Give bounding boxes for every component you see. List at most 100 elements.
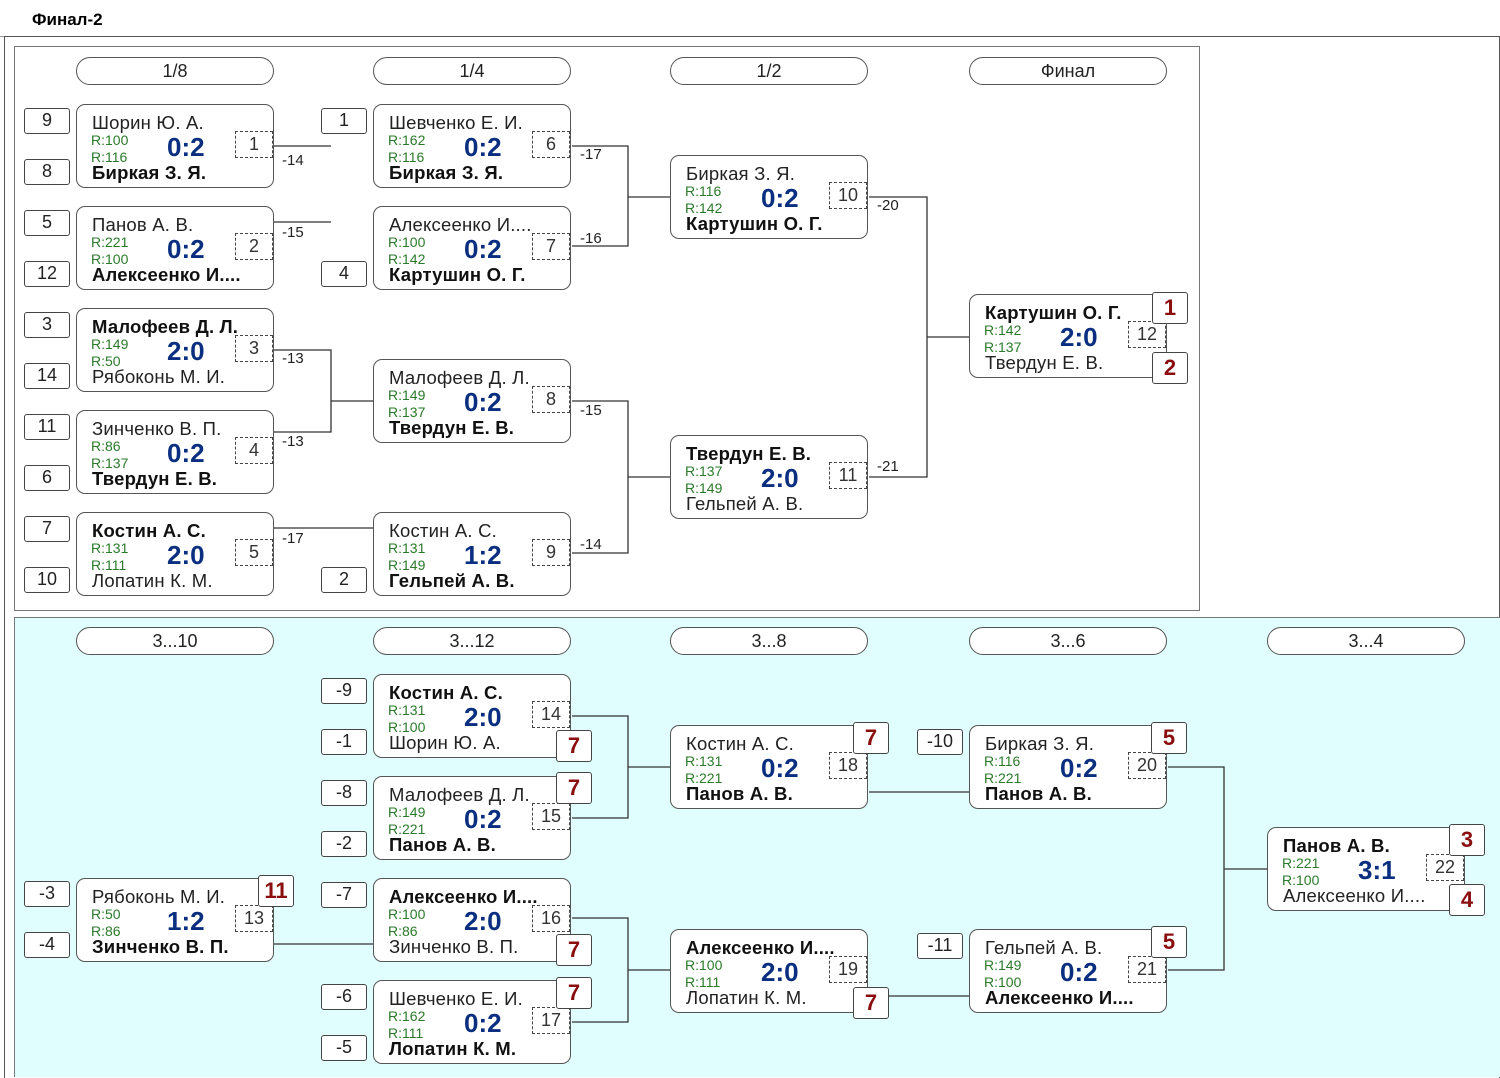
match-number: 16 (532, 905, 570, 932)
rating-top: R:162 (388, 1008, 426, 1024)
match-score: 2:0 (464, 906, 502, 936)
player-top: Малофеев Д. Л. (389, 368, 530, 388)
place-number: 1 (1152, 292, 1188, 324)
place-number: 11 (258, 875, 294, 907)
player-top: Шевченко Е. И. (389, 989, 523, 1009)
round-header: 3...10 (76, 627, 274, 655)
player-bottom: Лопатин К. М. (92, 571, 213, 591)
rating-top: R:116 (984, 753, 1021, 769)
player-top: Малофеев Д. Л. (92, 317, 239, 337)
rating-top: R:100 (685, 957, 723, 973)
rating-bottom: R:142 (388, 251, 426, 267)
bracket-connector (274, 349, 332, 433)
score-diff: -17 (282, 530, 304, 547)
match-number: 17 (532, 1007, 570, 1034)
place-number: 5 (1151, 722, 1187, 754)
match-score: 0:2 (761, 183, 799, 213)
player-top: Твердун Е. В. (686, 444, 812, 464)
player-top: Костин А. С. (389, 683, 503, 703)
rating-bottom: R:137 (984, 339, 1022, 355)
rating-top: R:142 (984, 322, 1022, 338)
rating-bottom: R:100 (1282, 872, 1320, 888)
player-bottom: Гельпей А. В. (389, 571, 515, 591)
rating-bottom: R:116 (388, 149, 425, 165)
match-number: 14 (532, 701, 570, 728)
match-number: 5 (235, 539, 273, 566)
score-diff: -14 (580, 536, 602, 553)
player-top: Биркая З. Я. (985, 734, 1095, 754)
player-bottom: Картушин О. Г. (686, 214, 823, 234)
round-header: 1/2 (670, 57, 868, 85)
rating-top: R:221 (1282, 855, 1320, 871)
match-score: 0:2 (464, 1008, 502, 1038)
round-header: 3...4 (1267, 627, 1465, 655)
seed-number: -3 (24, 881, 70, 907)
player-top: Шорин Ю. А. (92, 113, 204, 133)
seed-number: 5 (24, 210, 70, 236)
match-number: 4 (235, 437, 273, 464)
match-number: 20 (1128, 752, 1166, 779)
rating-bottom: R:111 (91, 557, 127, 573)
player-top: Картушин О. Г. (985, 303, 1122, 323)
match-number: 21 (1128, 956, 1166, 983)
bracket-connector (869, 196, 928, 478)
seed-number: 7 (24, 516, 70, 542)
seed-number: 6 (24, 465, 70, 491)
player-top: Малофеев Д. Л. (389, 785, 530, 805)
rating-bottom: R:111 (388, 1025, 424, 1041)
seed-number: 14 (24, 363, 70, 389)
match-score: 2:0 (464, 702, 502, 732)
player-top: Биркая З. Я. (686, 164, 796, 184)
score-diff: -14 (282, 152, 304, 169)
score-diff: -16 (580, 230, 602, 247)
rating-top: R:149 (388, 804, 426, 820)
player-top: Панов А. В. (1283, 836, 1390, 856)
player-top: Панов А. В. (92, 215, 194, 235)
rating-bottom: R:86 (91, 923, 121, 939)
player-bottom: Шорин Ю. А. (389, 733, 501, 753)
player-top: Зинченко В. П. (92, 419, 222, 439)
seed-number: 4 (321, 261, 367, 287)
rating-bottom: R:100 (91, 251, 129, 267)
player-top: Рябоконь М. И. (92, 887, 226, 907)
bracket-connector (572, 145, 629, 247)
round-header: 1/8 (76, 57, 274, 85)
rating-bottom: R:142 (685, 200, 723, 216)
rating-top: R:50 (91, 906, 121, 922)
player-bottom: Панов А. В. (389, 835, 496, 855)
place-number: 3 (1449, 824, 1485, 856)
rating-top: R:137 (685, 463, 723, 479)
rating-bottom: R:50 (91, 353, 121, 369)
place-number: 7 (853, 987, 889, 1019)
rating-bottom: R:221 (984, 770, 1022, 786)
rating-bottom: R:149 (388, 557, 426, 573)
match-number: 2 (235, 233, 273, 260)
place-number: 5 (1151, 926, 1187, 958)
player-top: Гельпей А. В. (985, 938, 1103, 958)
match-number: 22 (1426, 854, 1464, 881)
player-bottom: Твердун Е. В. (389, 418, 515, 438)
